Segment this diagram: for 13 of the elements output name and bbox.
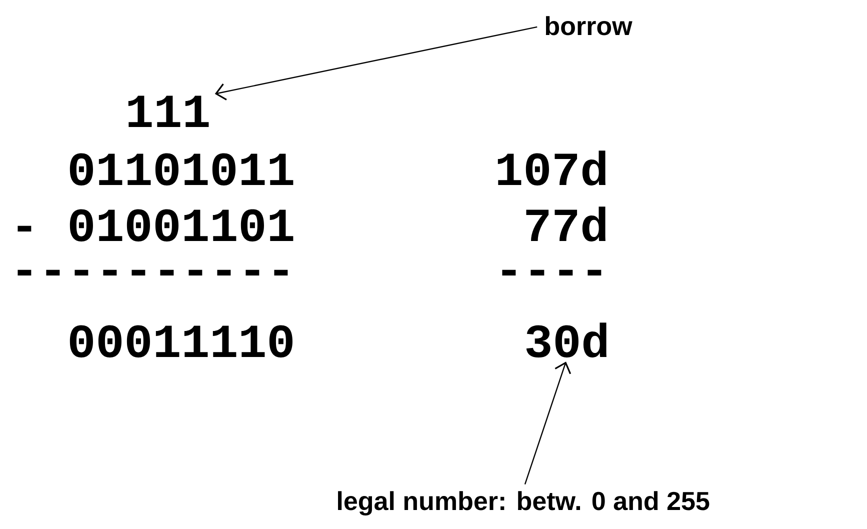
binary-number: 00011110: [70, 325, 292, 358]
binary-number: - 01001101: [18, 209, 294, 242]
annotation-text: legal number: betw. 0 and 255: [338, 491, 710, 516]
decimal-number: 77d: [526, 206, 606, 242]
arrow: [214, 26, 538, 100]
number-text: 30d: [526, 322, 606, 358]
annotation-text: borrow: [546, 16, 632, 36]
arrow: [524, 362, 572, 484]
decimal-number: 107d: [498, 150, 606, 186]
separator-line: ----------: [18, 270, 288, 276]
separator-line: ----: [502, 270, 602, 276]
number-text: 111: [128, 96, 209, 127]
binary-number: 01101011: [70, 153, 294, 186]
